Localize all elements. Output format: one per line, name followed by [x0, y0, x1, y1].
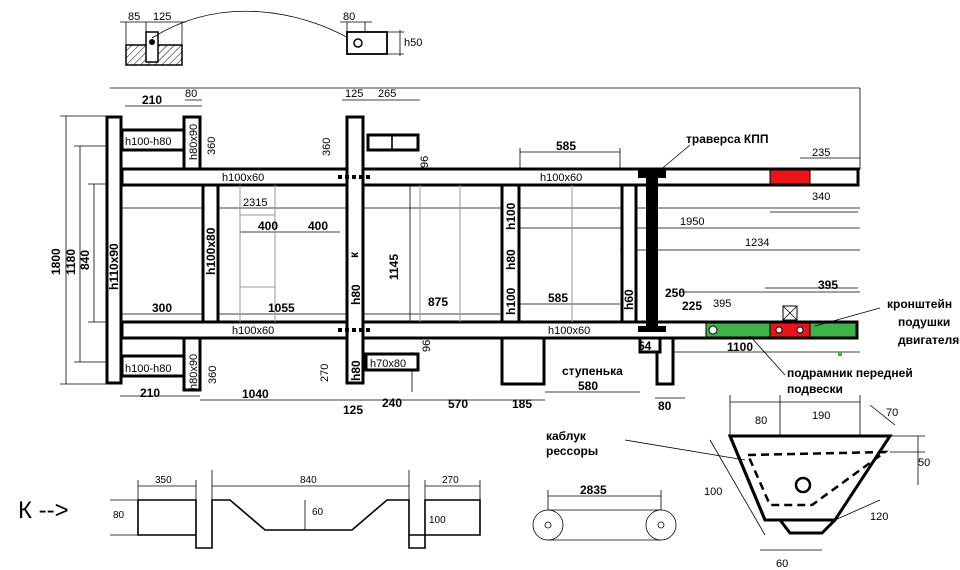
dim-80-b: 80	[185, 88, 197, 100]
dim-125-bot: 125	[343, 403, 363, 417]
label-h100x60-bot-left: h100x60	[232, 325, 274, 337]
dim-840: 840	[78, 250, 92, 270]
dim-96-b: 96	[421, 340, 433, 352]
dim-t70: 70	[886, 407, 898, 419]
label-step: ступенька	[562, 364, 623, 378]
dim-1800: 1800	[49, 248, 63, 275]
dim-t50: 50	[918, 457, 930, 469]
label-h100-b: h100	[504, 287, 518, 315]
dim-840-k: 840	[300, 475, 317, 486]
label-h100x60-top-right: h100x60	[540, 172, 582, 184]
label-h80-a: h80	[504, 249, 518, 270]
dim-300: 300	[152, 301, 172, 315]
label-h100x60-top-left: h100x60	[222, 172, 264, 184]
dim-240: 240	[382, 396, 402, 410]
dim-1180: 1180	[64, 249, 78, 275]
dim-395-b: 395	[818, 278, 838, 292]
dim-395-a: 395	[713, 298, 731, 310]
dim-360-c: 360	[207, 366, 219, 384]
label-h100-a: h100	[504, 202, 518, 230]
top-clamp-detail	[120, 10, 404, 66]
label-heel-line2: рессоры	[546, 444, 598, 458]
dim-1055: 1055	[268, 301, 295, 315]
label-h80-c: h80	[349, 360, 363, 381]
dim-t60: 60	[776, 558, 788, 570]
k-section-profile	[110, 470, 481, 549]
spring-heel-detail	[709, 395, 925, 551]
dim-54: 54	[638, 339, 652, 353]
label-h100-h80-top: h100-h80	[125, 136, 172, 148]
dim-400-a: 400	[258, 219, 278, 233]
dim-2835: 2835	[580, 483, 607, 497]
dim-125-top: 125	[153, 11, 171, 23]
dim-340: 340	[812, 191, 830, 203]
dim-360-a: 360	[206, 137, 218, 155]
engine-mount-red-top	[769, 169, 811, 185]
dim-1100: 1100	[727, 340, 753, 354]
label-bracket-line1: кронштейн	[887, 297, 952, 311]
label-bracket-line3: двигателя	[898, 333, 959, 347]
label-h100x60-bot-right: h100x60	[548, 325, 590, 337]
dim-580: 580	[578, 379, 598, 393]
label-traverse-kpp: траверса КПП	[686, 132, 769, 146]
dim-270: 270	[319, 364, 331, 382]
label-h80-b: h80	[349, 284, 363, 305]
dim-210-top: 210	[142, 93, 162, 107]
dim-225: 225	[682, 299, 702, 313]
dim-350-k: 350	[155, 475, 172, 486]
dim-270-k: 270	[442, 475, 459, 486]
label-k-view: К -->	[18, 497, 69, 524]
label-subframe-line2: подвески	[787, 382, 843, 396]
dim-125-b: 125	[345, 88, 363, 100]
label-h100-h80-bot: h100-h80	[125, 363, 172, 375]
dim-875: 875	[428, 295, 448, 309]
dim-100-k: 100	[429, 515, 446, 526]
dim-96-a: 96	[419, 156, 431, 168]
dimension-lines	[60, 87, 861, 401]
dim-1040: 1040	[242, 387, 269, 401]
dim-t190: 190	[812, 410, 830, 422]
dim-210-bot: 210	[140, 386, 160, 400]
label-h100x80: h100x80	[204, 227, 218, 275]
dim-585-top: 585	[556, 139, 576, 153]
dim-80-k: 80	[113, 510, 125, 521]
label-k-mid: к	[347, 251, 361, 258]
dim-80-bot: 80	[658, 399, 672, 413]
label-h110x90: h110x90	[107, 243, 121, 290]
label-h60: h60	[622, 289, 636, 310]
dim-570: 570	[448, 397, 468, 411]
dim-85: 85	[128, 11, 140, 23]
label-heel-line1: каблук	[546, 429, 587, 443]
dim-1950: 1950	[680, 216, 704, 228]
dim-400-b: 400	[308, 219, 328, 233]
label-h70x80: h70x80	[370, 358, 406, 370]
dim-185: 185	[512, 397, 532, 411]
dim-235: 235	[812, 147, 830, 159]
dim-1145: 1145	[387, 254, 401, 280]
dim-360-b: 360	[321, 138, 333, 156]
dim-t120: 120	[870, 511, 888, 523]
wheelbase-detail	[532, 490, 677, 541]
label-bracket-line2: подушки	[898, 315, 950, 329]
dim-80-top: 80	[343, 11, 355, 23]
label-subframe-line1: подрамник передней	[787, 366, 913, 380]
dim-h50: h50	[404, 37, 422, 49]
dim-265: 265	[378, 88, 396, 100]
dim-60-k: 60	[312, 507, 324, 518]
dim-250: 250	[665, 286, 685, 300]
dim-t100: 100	[704, 486, 722, 498]
dim-585-mid: 585	[548, 291, 568, 305]
chassis-frame	[105, 115, 860, 392]
label-h80x90-top: h80x90	[188, 124, 200, 160]
dim-1234: 1234	[745, 237, 769, 249]
label-h80x90-bot: h80x90	[188, 354, 200, 390]
dim-t80: 80	[755, 415, 767, 427]
dim-2315: 2315	[243, 197, 267, 209]
